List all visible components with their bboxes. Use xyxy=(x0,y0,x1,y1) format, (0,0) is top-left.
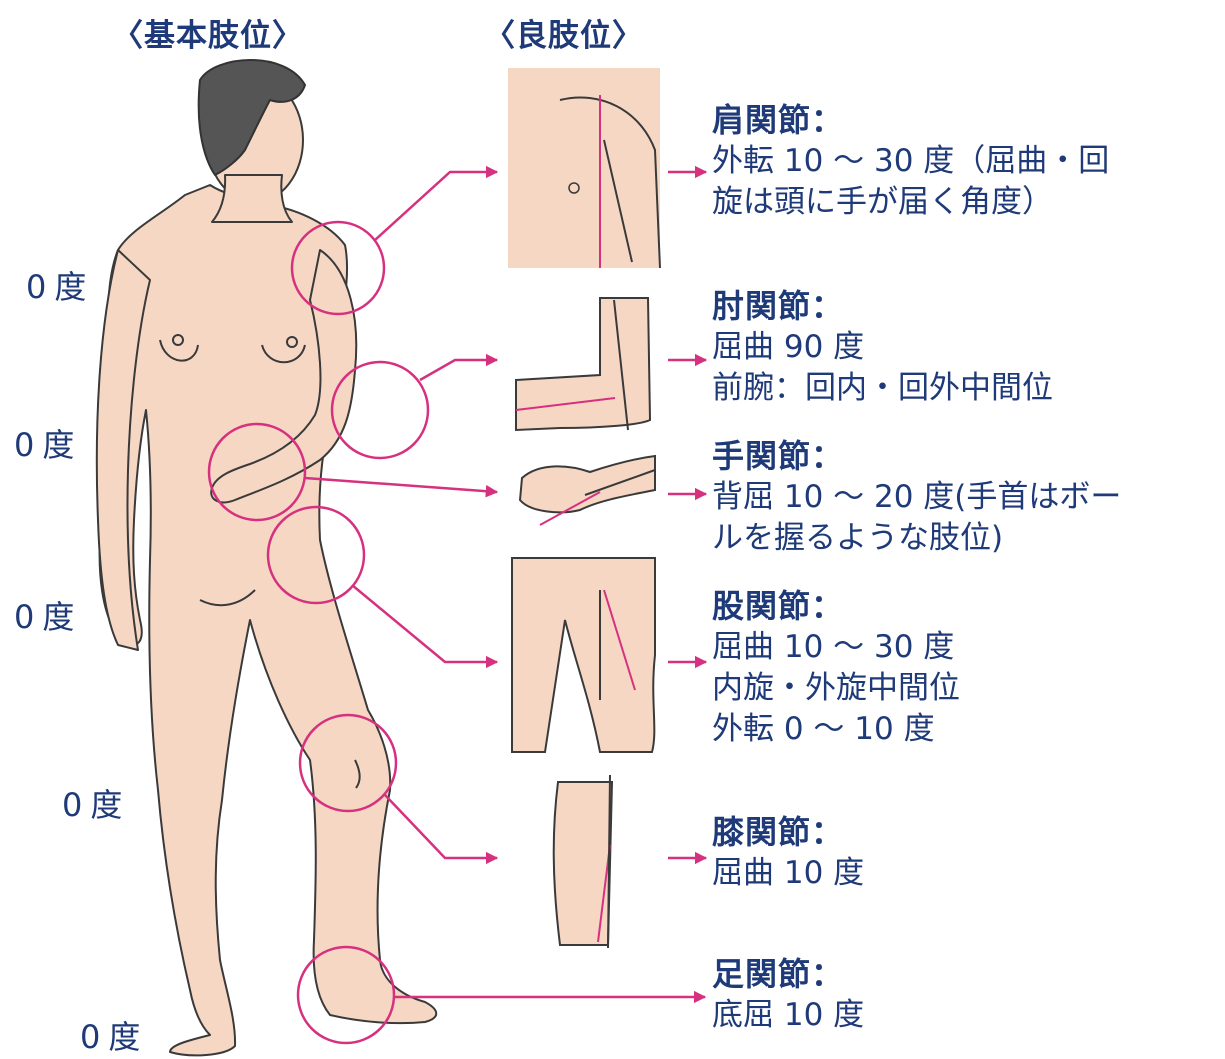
panel-shoulder xyxy=(508,68,660,268)
panel-knee xyxy=(554,775,612,948)
joint-detail: 屈曲 10 度 xyxy=(712,853,864,894)
joint-detail: ルを握るような肢位) xyxy=(712,518,1121,559)
joint-detail: 外転 0 〜 10 度 xyxy=(712,709,960,750)
joint-name: 足関節： xyxy=(712,954,864,995)
elbow-connector xyxy=(420,360,497,380)
panel-wrist xyxy=(520,456,655,525)
joint-name: 股関節： xyxy=(712,586,960,627)
joint-elbow: 肘関節： 屈曲 90 度 前腕：回内・回外中間位 xyxy=(712,286,1053,409)
joint-detail: 背屈 10 〜 20 度(手首はボー xyxy=(712,477,1121,518)
good-position-heading: 〈良肢位〉 xyxy=(484,10,644,55)
joint-name: 肩関節： xyxy=(712,100,1109,141)
joint-ankle: 足関節： 底屈 10 度 xyxy=(712,954,864,1036)
joint-hip: 股関節： 屈曲 10 〜 30 度 内旋・外旋中間位 外転 0 〜 10 度 xyxy=(712,586,960,750)
joint-detail: 前腕：回内・回外中間位 xyxy=(712,368,1053,409)
body-figure xyxy=(97,60,436,1055)
knee-connector xyxy=(385,795,497,858)
joint-detail: 外転 10 〜 30 度（屈曲・回 xyxy=(712,141,1109,182)
joint-knee: 膝関節： 屈曲 10 度 xyxy=(712,812,864,894)
panel-hip xyxy=(512,558,655,752)
joint-detail: 屈曲 10 〜 30 度 xyxy=(712,627,960,668)
hip-connector xyxy=(352,585,497,662)
joint-detail: 屈曲 90 度 xyxy=(712,327,1053,368)
basic-position-heading: 〈基本肢位〉 xyxy=(112,10,304,55)
joint-name: 膝関節： xyxy=(712,812,864,853)
panel-elbow xyxy=(516,298,650,430)
joint-wrist: 手関節： 背屈 10 〜 20 度(手首はボー ルを握るような肢位) xyxy=(712,436,1121,559)
joint-shoulder: 肩関節： 外転 10 〜 30 度（屈曲・回 旋は頭に手が届く角度） xyxy=(712,100,1109,223)
wrist-connector xyxy=(305,478,497,492)
joint-detail: 内旋・外旋中間位 xyxy=(712,668,960,709)
joint-detail: 底屈 10 度 xyxy=(712,995,864,1036)
joint-detail: 旋は頭に手が届く角度） xyxy=(712,182,1109,223)
joint-name: 手関節： xyxy=(712,436,1121,477)
shoulder-connector xyxy=(375,172,497,240)
joint-name: 肘関節： xyxy=(712,286,1053,327)
